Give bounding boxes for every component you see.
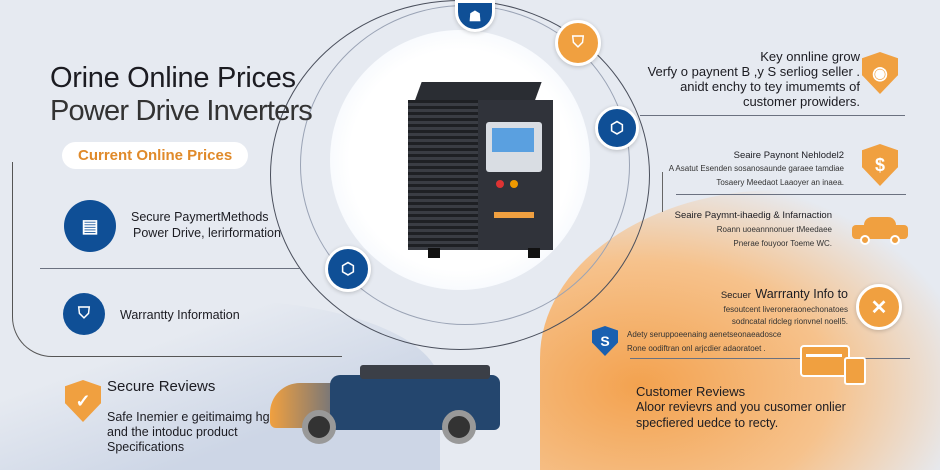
right-block-5-line: Rone oodiftran onl arjcdier adaoratoet . [627, 344, 766, 353]
right-block-3-line: Pnerae fouyoor Toeme WC. [733, 239, 832, 248]
left-item-3-line1: Safe Inemier e geitimaimg hg [107, 410, 270, 424]
right-block-1-line: Verfy o paynent B ,y S serliog seller . [647, 64, 860, 79]
left-item-1-title: Secure PaymertMethods [131, 210, 269, 224]
current-prices-badge[interactable]: Current Online Prices [62, 142, 249, 169]
right-block-3: Seaire Paymnt-ihaedig & Infarnaction Roa… [572, 210, 832, 248]
right-block-2: Seaire Paynont Nehlodel2 A Asatut Esende… [584, 150, 844, 187]
divider [630, 358, 910, 359]
divider [662, 172, 663, 212]
lock-icon: ⬡ [325, 246, 371, 292]
right-block-4-line: fesoutcent liveroneraonechonatoes [723, 305, 848, 314]
close-circle-icon: ✕ [856, 284, 902, 330]
right-block-5: Adety seruppoeenaing aenetseonaeadosce R… [627, 330, 781, 353]
right-block-1-line: customer prowiders. [742, 94, 860, 109]
right-block-4-title: Warrranty Info to [755, 287, 848, 301]
left-panel-frame [12, 162, 342, 357]
customer-reviews-line: Aloor revievrs and you cusomer onlier [636, 400, 846, 414]
right-block-4-line: sodncatal ridcleg rionvnel noell5. [731, 317, 848, 326]
right-block-5-line: Adety seruppoeenaing aenetseonaeadosce [627, 330, 782, 339]
left-item-3-title: Secure Reviews [107, 378, 216, 395]
right-block-2-title: Seaire Paynont Nehlodel2 [733, 150, 844, 161]
right-block-1-line: Key onnline grow [760, 49, 860, 64]
left-item-3-line2: and the intoduc product [107, 425, 238, 439]
customer-reviews-line: specfiered uedce to recty. [636, 416, 779, 430]
right-block-1-line: anidt enchy to tey imumemts of [680, 79, 860, 94]
shield-icon: ⛉ [63, 293, 105, 335]
customer-reviews-title: Customer Reviews [636, 384, 746, 399]
left-item-3-line3: Specifications [107, 440, 185, 454]
left-item-2-title: Warrantty Information [120, 308, 240, 322]
right-block-2-line: A Asatut Esenden sosanosaunde garaee tam… [668, 164, 844, 173]
inverter-image [408, 82, 558, 262]
page-title-line1: Orine Online Prices [50, 62, 296, 94]
divider [676, 194, 906, 195]
left-item-1-subtitle: Power Drive, lerirformation [133, 226, 281, 240]
payment-icon: ▤ [64, 200, 116, 252]
lock-icon: ⬡ [595, 106, 639, 150]
right-block-4-prefix: Secuer [720, 290, 751, 301]
divider [40, 268, 300, 269]
shield-check-icon: ⛉ [555, 20, 601, 66]
car-icon [852, 217, 908, 245]
right-block-3-title: Seaire Paymnt-ihaedig & Infarnaction [674, 210, 832, 221]
users-icon: ☗ [455, 0, 495, 32]
page-title-line2: Power Drive Inverters [50, 95, 313, 127]
dollar-shield-icon: $ [862, 144, 898, 186]
money-shield-icon: ◉ [862, 52, 898, 94]
right-block-3-line: Roann uoeannnonuer tMeedaee [716, 225, 832, 234]
credit-card-icon [800, 345, 866, 385]
right-block-2-line: Tosaery Meedaot Laaoyer an inaea. [716, 178, 844, 187]
car-image [270, 365, 500, 450]
right-block-1: Key onnline grow Verfy o paynent B ,y S … [600, 49, 860, 109]
divider [640, 115, 905, 116]
right-block-4: Secuer Warrranty Info to fesoutcent live… [548, 285, 848, 326]
